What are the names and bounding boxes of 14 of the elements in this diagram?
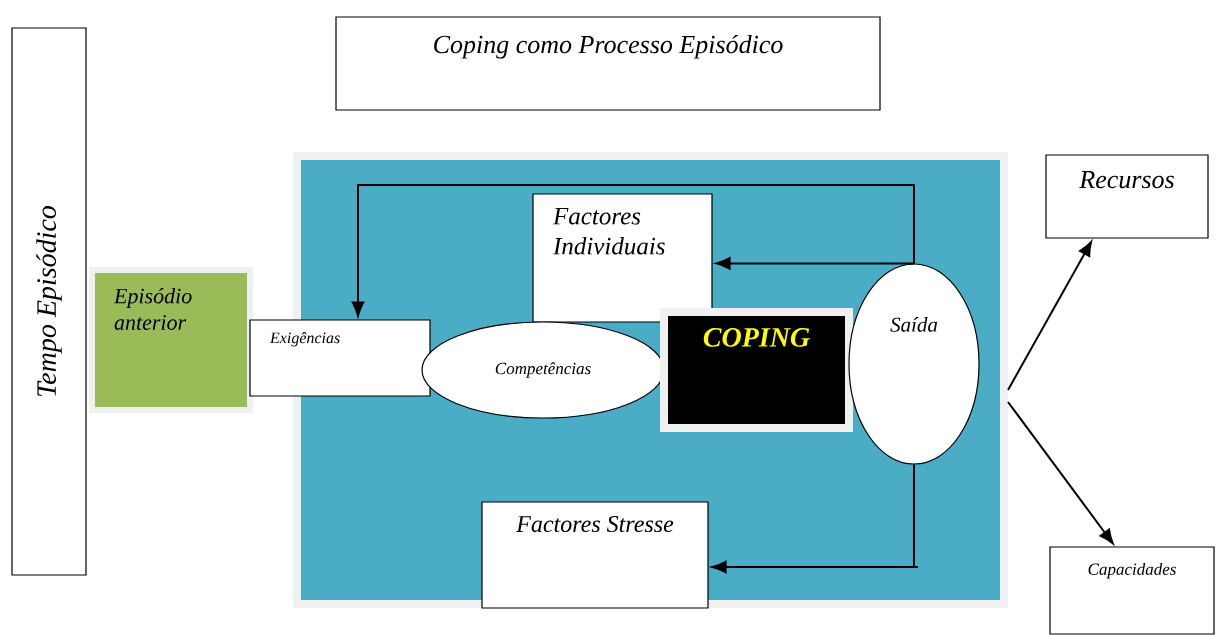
arrow bbox=[351, 184, 915, 317]
arrow bbox=[1007, 401, 1114, 545]
arrow bbox=[711, 463, 919, 574]
episode-box: Episódio anterior bbox=[89, 267, 253, 413]
arrow bbox=[1007, 241, 1093, 391]
side-box: Tempo Episódico bbox=[11, 27, 87, 576]
coping-box: COPING bbox=[660, 308, 853, 432]
title-box: Coping como Processo Episódico bbox=[335, 16, 881, 111]
arrow bbox=[715, 257, 915, 270]
process-box: Factores Individuais bbox=[532, 193, 713, 323]
result-box: Recursos bbox=[1045, 154, 1209, 239]
result-box: Capacidades bbox=[1049, 546, 1215, 635]
process-box: Factores Stresse bbox=[481, 501, 709, 609]
process-box: Exigências bbox=[249, 319, 431, 397]
